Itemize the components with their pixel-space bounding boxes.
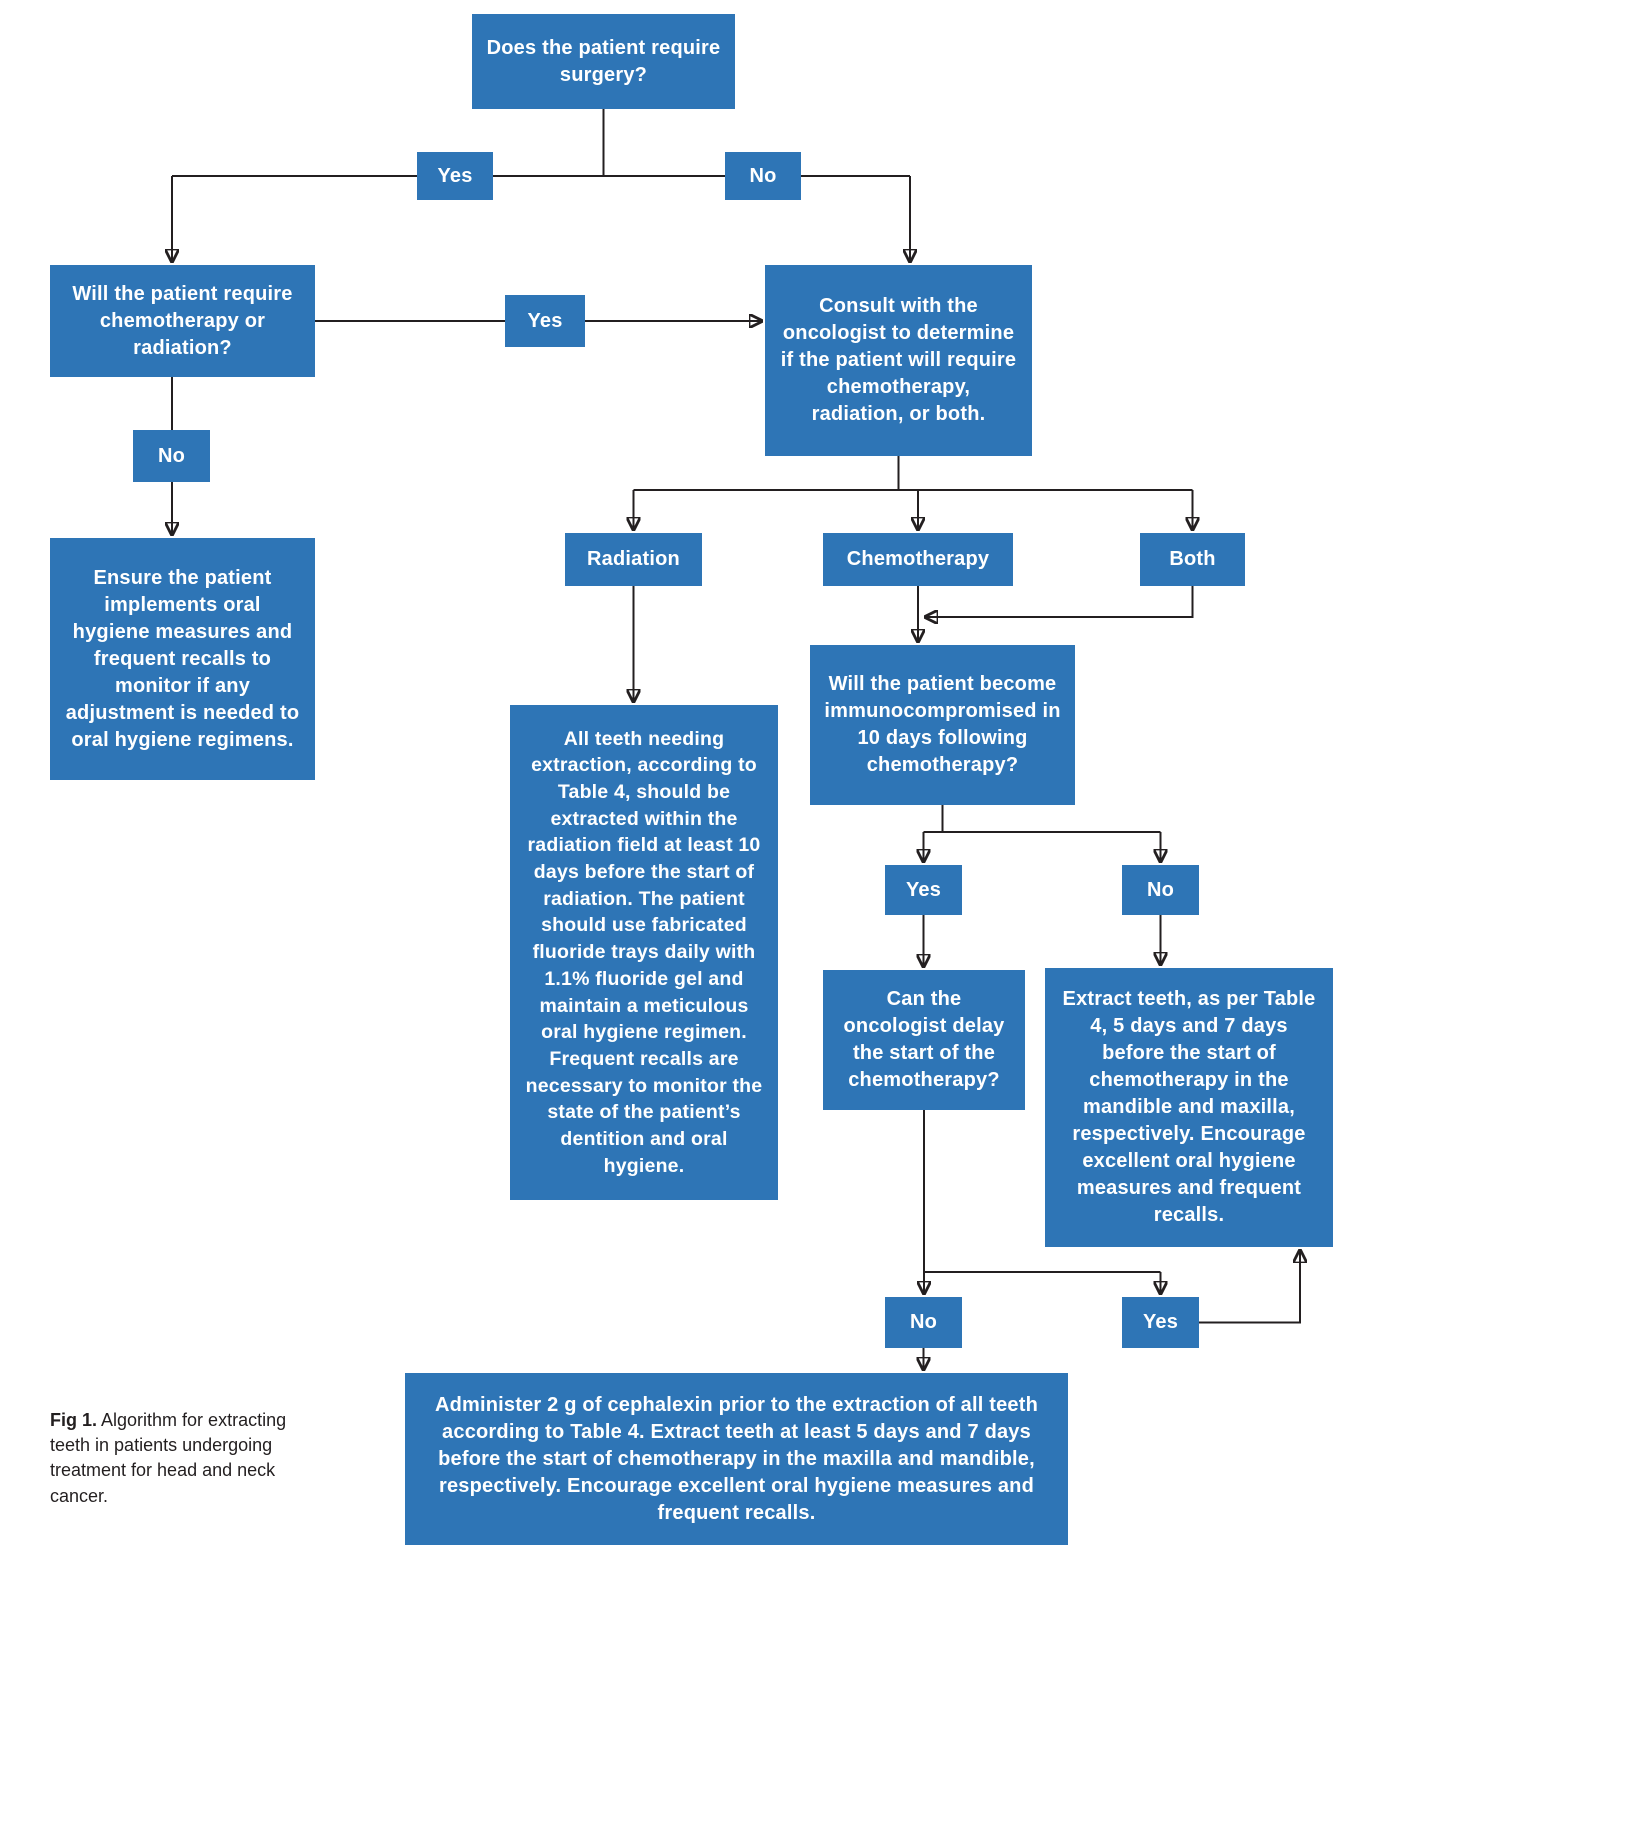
edge-label-yes-immuno: Yes [885, 865, 962, 915]
node-label: Will the patient become immunocompromise… [824, 673, 1061, 776]
node-chemotherapy: Chemotherapy [823, 533, 1013, 586]
edge-label-yes-surgery: Yes [417, 152, 493, 200]
figure-caption: Fig 1. Algorithm for extracting teeth in… [50, 1408, 288, 1509]
node-chemo-radiation-question: Will the patient require chemotherapy or… [50, 265, 315, 377]
edge-label-no-chemorad: No [133, 430, 210, 482]
edge-label: Yes [437, 164, 473, 187]
node-label: Extract teeth, as per Table 4, 5 days an… [1062, 988, 1316, 1226]
edge-label-no-delay: No [885, 1297, 962, 1348]
node-label: Consult with the oncologist to determine… [780, 295, 1017, 425]
node-surgery-question: Does the patient require surgery? [472, 14, 735, 109]
node-ensure-oral-hygiene: Ensure the patient implements oral hygie… [50, 538, 315, 780]
edge-both-to-immuno [924, 586, 1194, 617]
edge-label: Yes [905, 878, 942, 901]
edge-label: No [909, 1311, 938, 1333]
edge-delay-branch [923, 1110, 1161, 1273]
edge-label-no-immuno: No [1122, 865, 1199, 915]
node-label: Both [1169, 548, 1216, 570]
edge-label: Yes [1142, 1311, 1179, 1333]
edge-label-yes-chemorad: Yes [505, 295, 585, 347]
node-label: Ensure the patient implements oral hygie… [65, 566, 300, 751]
node-label: Does the patient require surgery? [486, 36, 721, 86]
node-consult-oncologist: Consult with the oncologist to determine… [765, 265, 1032, 456]
edge-immuno-branch [923, 805, 1161, 833]
node-administer-cephalexin: Administer 2 g of cephalexin prior to th… [405, 1373, 1068, 1545]
edge-label: Yes [527, 309, 563, 332]
node-label: Chemotherapy [846, 548, 990, 570]
edge-yes-to-extract [1199, 1249, 1300, 1324]
node-extract-before-chemo: Extract teeth, as per Table 4, 5 days an… [1045, 968, 1333, 1247]
node-both: Both [1140, 533, 1245, 586]
edge-label-no-surgery: No [725, 152, 801, 200]
edge-label: No [1146, 878, 1175, 901]
node-label: Administer 2 g of cephalexin prior to th… [434, 1393, 1039, 1524]
figure-caption-text: Algorithm for extracting teeth in patien… [50, 1410, 287, 1506]
node-immunocompromised-question: Will the patient become immunocompromise… [810, 645, 1075, 805]
node-radiation: Radiation [565, 533, 702, 586]
edge-label: No [749, 164, 777, 187]
node-label: All teeth needing extraction, according … [525, 727, 763, 1177]
figure-caption-label: Fig 1. [50, 1410, 98, 1430]
edge-label: No [157, 444, 186, 467]
node-label: Can the oncologist delay the start of th… [843, 988, 1005, 1091]
edge-label-yes-delay: Yes [1122, 1297, 1199, 1348]
node-label: Will the patient require chemotherapy or… [72, 282, 293, 359]
node-oncologist-delay-question: Can the oncologist delay the start of th… [823, 970, 1025, 1110]
node-radiation-extraction-protocol: All teeth needing extraction, according … [510, 705, 778, 1200]
edge-consult-branch [633, 456, 1193, 491]
node-label: Radiation [587, 548, 680, 570]
